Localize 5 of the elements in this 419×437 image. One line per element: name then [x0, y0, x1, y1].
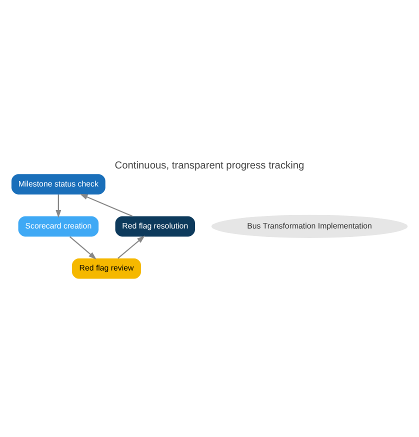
arrow: [118, 236, 145, 259]
arrow: [56, 194, 62, 218]
arrow: [69, 236, 96, 260]
arrow: [80, 194, 133, 217]
diagram-title: Continuous, transparent progress tracking: [114, 160, 304, 172]
